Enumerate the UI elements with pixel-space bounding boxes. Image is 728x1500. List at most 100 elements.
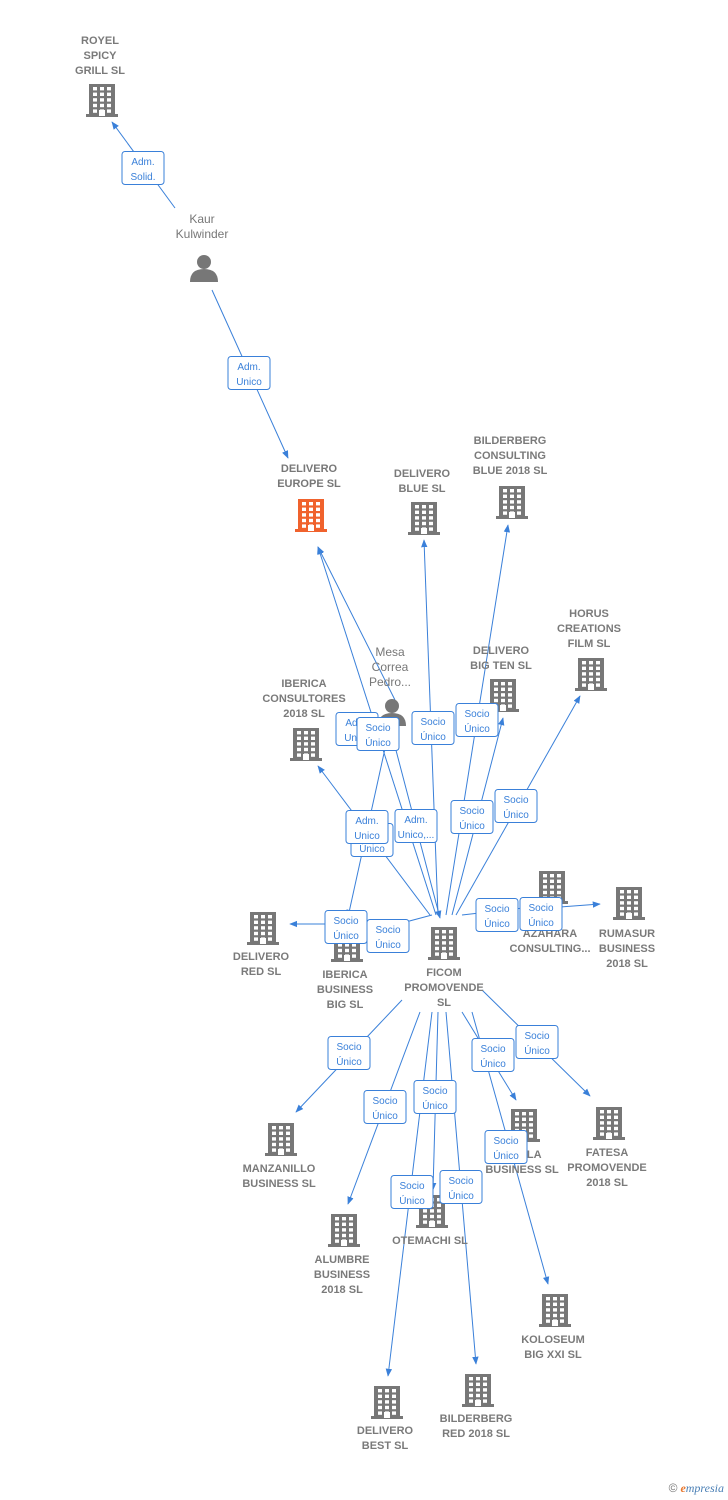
role-badge[interactable]: Adm.Unico: [227, 356, 271, 390]
role-text: Socio: [493, 1136, 518, 1147]
building-icon[interactable]: [86, 84, 118, 117]
role-text: Adm.: [355, 816, 378, 827]
building-icon[interactable]: [462, 1374, 494, 1407]
person-icon[interactable]: [190, 255, 218, 282]
node-label-line: DELIVERO: [473, 645, 530, 657]
building-icon[interactable]: [593, 1107, 625, 1140]
node-label-line: BIG TEN SL: [470, 660, 532, 672]
role-text: Único: [464, 722, 490, 735]
node-label-line: BILDERBERG: [474, 435, 547, 447]
role-text: Socio: [399, 1181, 424, 1192]
node-label-line: FICOM: [426, 967, 461, 979]
building-icon[interactable]: [408, 502, 440, 535]
building-icon[interactable]: [295, 499, 327, 532]
role-text: Socio: [459, 806, 484, 817]
node-label-line: DELIVERO: [357, 1425, 414, 1437]
node-label-line: CONSULTORES: [262, 693, 345, 705]
building-icon[interactable]: [613, 887, 645, 920]
node-label-line: BILDERBERG: [440, 1413, 513, 1425]
role-text: Único: [365, 736, 391, 749]
role-text: Socio: [422, 1086, 447, 1097]
role-text: Único: [484, 917, 510, 930]
building-icon[interactable]: [290, 728, 322, 761]
role-badge[interactable]: Adm. Unico: [345, 810, 389, 844]
building-icon[interactable]: [428, 927, 460, 960]
role-text: Socio: [372, 1096, 397, 1107]
role-text: Único: [422, 1099, 448, 1112]
node-label-line: 2018 SL: [586, 1177, 628, 1189]
node-label-line: Mesa: [375, 645, 405, 659]
node-label-line: BIG SL: [327, 999, 364, 1011]
node-label-line: Kaur: [189, 212, 214, 226]
role-badge[interactable]: Adm.Unico,...: [394, 809, 438, 843]
role-text: Único: [448, 1189, 474, 1202]
node-label-line: CONSULTING: [474, 450, 546, 462]
role-text: Unico: [354, 831, 380, 842]
role-text: Solid.: [130, 172, 155, 183]
empresia-brand[interactable]: ©empresia: [669, 1481, 724, 1496]
building-icon[interactable]: [371, 1386, 403, 1419]
building-icon[interactable]: [539, 1294, 571, 1327]
node-label-otemachi[interactable]: OTEMACHI SL: [392, 1235, 468, 1247]
role-text: Socio: [365, 723, 390, 734]
node-label-line: Kulwinder: [176, 227, 229, 241]
building-icon[interactable]: [496, 486, 528, 519]
role-badge[interactable]: Adm.Solid.: [121, 151, 165, 185]
role-text: Unico: [236, 377, 262, 388]
building-icon[interactable]: [328, 1214, 360, 1247]
building-icon[interactable]: [265, 1123, 297, 1156]
building-icon[interactable]: [247, 912, 279, 945]
node-label-line: Correa: [372, 660, 409, 674]
node-label-line: 2018 SL: [321, 1284, 363, 1296]
node-label-line: BUSINESS SL: [485, 1164, 559, 1176]
node-label-line: CONSULTING...: [509, 943, 590, 955]
role-text: Único: [420, 730, 446, 743]
node-label-line: CREATIONS: [557, 623, 621, 635]
building-icon[interactable]: [575, 658, 607, 691]
node-label-line: RUMASUR: [599, 928, 655, 940]
role-text: Único: [528, 916, 554, 929]
role-text: Adm.: [404, 815, 427, 826]
role-text: Socio: [464, 709, 489, 720]
role-text: Socio: [528, 903, 553, 914]
role-text: Único: [459, 819, 485, 832]
node-label-delivero_bigten[interactable]: DELIVERO BIG TEN SL: [470, 645, 532, 672]
node-label-line: DELIVERO: [233, 951, 290, 963]
node-label-line: BUSINESS: [599, 943, 655, 955]
